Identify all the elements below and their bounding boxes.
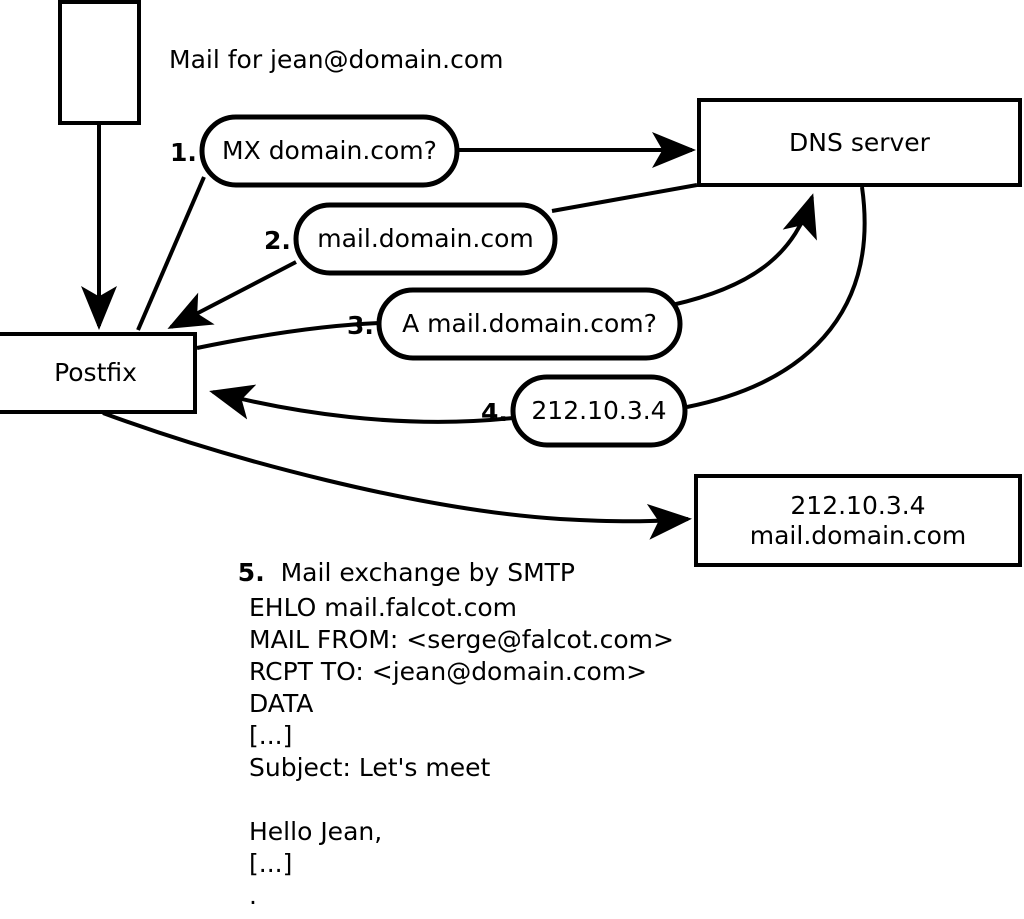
smtp-transcript-line: MAIL FROM: <serge@falcot.com>	[249, 625, 674, 654]
step-5-title: Mail exchange by SMTP	[280, 558, 575, 587]
sender-box-shape	[58, 0, 141, 125]
smtp-transcript-line: Hello Jean,	[249, 817, 383, 846]
smtp-transcript-line: DATA	[249, 689, 314, 718]
arrow-step2-to-postfix	[167, 260, 297, 329]
smtp-transcript-line	[249, 784, 674, 816]
smtp-transcript-line: Subject: Let's meet	[249, 753, 491, 782]
smtp-transcript-line: [...]	[249, 849, 293, 878]
step-number-1: 1.	[170, 138, 197, 167]
arrow-step4-to-postfix	[209, 384, 514, 424]
message-bubble-3	[376, 287, 683, 361]
smtp-transcript-line: .	[249, 881, 257, 910]
dns-server-box-shape	[697, 98, 1022, 187]
message-bubble-4	[510, 374, 688, 448]
postfix-box-shape	[0, 332, 197, 414]
line-step2-from-dns	[551, 183, 698, 213]
smtp-transcript-line: [...]	[249, 721, 293, 750]
line-step4-from-dns	[686, 186, 867, 409]
step-number-4: 4.	[481, 398, 508, 427]
arrow-step3-to-dns	[671, 193, 817, 307]
message-bubble-1	[199, 114, 460, 188]
step-number-3: 3.	[347, 311, 374, 340]
message-bubble-2	[293, 202, 558, 276]
step-number-5: 5.	[237, 558, 265, 587]
smtp-transcript-line: EHLO mail.falcot.com	[249, 593, 518, 622]
smtp-transcript-line: RCPT TO: <jean@domain.com>	[249, 657, 648, 686]
target-server-box-shape	[694, 474, 1022, 567]
line-step1-left	[136, 176, 206, 331]
page-title: Mail for jean@domain.com	[169, 45, 504, 74]
step-number-2: 2.	[264, 226, 291, 255]
line-step3-from-postfix	[196, 321, 380, 350]
arrow-step5-smtp	[102, 411, 692, 540]
step-5-title-row: 5. Mail exchange by SMTP	[206, 529, 575, 616]
